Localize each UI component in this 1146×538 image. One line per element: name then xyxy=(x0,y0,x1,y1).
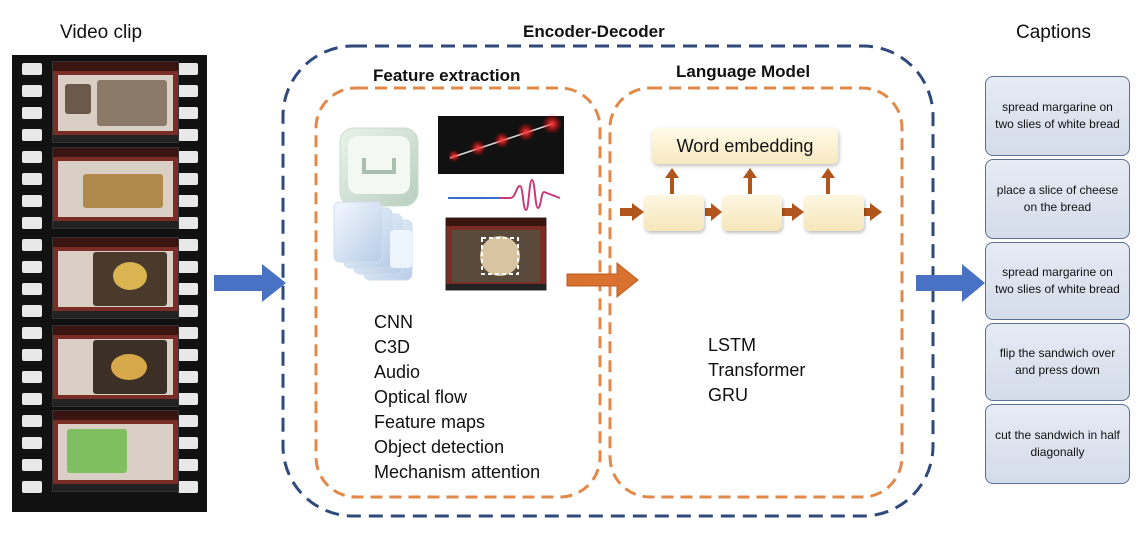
language-model-lstm: LSTM xyxy=(708,335,757,355)
caption-3: spread margarine on two slies of white b… xyxy=(985,242,1130,320)
captions-title: Captions xyxy=(1016,22,1091,43)
feature-method-cnn: CNN xyxy=(374,312,413,332)
video-frame-1 xyxy=(52,61,179,143)
object-detection-frame-icon xyxy=(445,217,547,291)
caption-2: place a slice of cheese on the bread xyxy=(985,159,1130,239)
caption-5: cut the sandwich in half diagonally xyxy=(985,404,1130,484)
word-embedding-box: Word embedding xyxy=(652,128,838,164)
video-frame-2 xyxy=(52,147,179,229)
video-frame-4 xyxy=(52,325,179,407)
caption-1: spread margarine on two slies of white b… xyxy=(985,76,1130,156)
language-model-transformer: Transformer xyxy=(708,360,806,380)
optical-flow-icon xyxy=(438,114,564,174)
language-model-gru: GRU xyxy=(708,385,748,405)
language-model-container xyxy=(608,86,904,499)
encoder-decoder-container xyxy=(281,44,935,518)
video-frame-3 xyxy=(52,237,179,319)
arrow-video-to-encoder xyxy=(214,264,286,302)
language-model-title: Language Model xyxy=(676,62,811,81)
audio-waveform-icon xyxy=(448,178,561,212)
c3d-cube-icon xyxy=(339,127,419,207)
lstm-cell-2 xyxy=(722,195,782,231)
lstm-cell-3 xyxy=(804,195,864,231)
lstm-cell-1 xyxy=(644,195,704,231)
feature-extraction-title: Feature extraction xyxy=(373,66,521,85)
feature-method-object-detection: Object detection xyxy=(374,437,505,457)
lstm-arrows xyxy=(620,168,882,221)
caption-4: flip the sandwich over and press down xyxy=(985,323,1130,401)
cnn-stack-icon xyxy=(333,201,413,281)
arrow-feature-to-language xyxy=(566,261,639,299)
video-film-strip xyxy=(12,55,207,512)
video-frame-5 xyxy=(52,410,179,492)
feature-method-c3d: C3D xyxy=(374,337,411,357)
language-model-list: LSTM Transformer GRU xyxy=(708,333,805,408)
video-clip-title: Video clip xyxy=(60,22,143,43)
feature-method-list: CNN C3D Audio Optical flow Feature maps … xyxy=(374,310,540,485)
feature-extraction-container xyxy=(314,86,602,499)
arrow-decoder-to-captions xyxy=(916,264,985,302)
feature-method-audio: Audio xyxy=(374,362,421,382)
feature-method-feature-maps: Feature maps xyxy=(374,412,486,432)
encoder-decoder-title: Encoder-Decoder xyxy=(523,22,665,41)
feature-method-optical-flow: Optical flow xyxy=(374,387,468,407)
feature-method-mechanism-attention: Mechanism attention xyxy=(374,462,541,482)
feature-icons xyxy=(333,114,564,291)
